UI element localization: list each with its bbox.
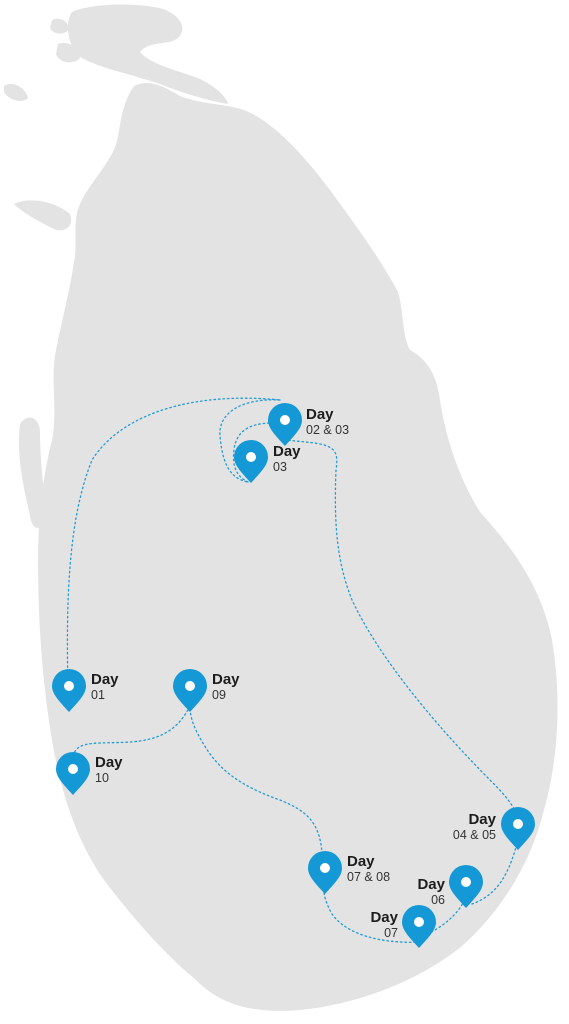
stop-label-day-06: Day 06 [417,876,445,908]
stop-label-day-10: Day 10 [95,754,123,786]
stop-days: 03 [273,460,287,475]
stop-title: Day [212,671,240,688]
map-pin-icon-day-07-08[interactable] [308,851,342,894]
northern-islet-3 [4,83,28,101]
western-spit [18,417,46,528]
map-pin-icon-day-04-05[interactable] [501,807,535,850]
route-segment-02-04 [283,439,519,819]
stop-label-day-09: Day 09 [212,671,240,703]
map-pin-icon-day-02-03[interactable] [268,403,302,446]
route-segment-0708-09 [189,705,323,855]
map-pin-icon-day-06[interactable] [449,865,483,908]
stop-days: 07 [384,926,398,941]
stop-label-day-04-05: Day 04 & 05 [453,811,496,843]
route-segment-03-02 [232,422,285,483]
map-pin-icon-day-07[interactable] [402,905,436,948]
northern-islet-2 [56,42,81,63]
map-pin-icon-day-09[interactable] [173,669,207,712]
map-pin-icon-day-03[interactable] [234,440,268,483]
stop-title: Day [273,443,301,460]
mannar-island [14,200,72,231]
stop-label-day-01: Day 01 [91,671,119,703]
route [66,397,519,943]
stop-days: 02 & 03 [306,423,350,438]
stop-label-day-07-08: Day 07 & 08 [347,853,390,885]
stop-title: Day [347,853,375,870]
stop-title: Day [306,406,334,423]
route-segment-04-06 [471,839,519,905]
stop-days: 04 & 05 [452,828,496,843]
stop-title: Day [417,876,445,893]
stop-title: Day [91,671,119,688]
stop-title: Day [468,811,496,828]
stop-days: 01 [91,688,105,703]
map-pin-icon-day-01[interactable] [52,669,86,712]
stop-days: 10 [95,771,109,786]
stop-days: 07 & 08 [347,870,391,885]
map-pin-icon-day-10[interactable] [56,752,90,795]
route-segment-01-02 [66,397,281,691]
stop-days: 09 [212,688,226,703]
stop-label-day-07: Day 07 [370,909,398,941]
stop-label-day-03: Day 03 [273,443,301,475]
stop-title: Day [95,754,123,771]
land-masses [4,4,558,1011]
stop-label-day-02-03: Day 02 & 03 [306,406,349,438]
stop-days: 06 [431,893,445,908]
pins [52,403,535,948]
northern-islet-1 [50,18,69,34]
northern-peninsula [67,4,228,104]
route-segment-09-10 [73,705,191,755]
main-island [38,83,558,1011]
stop-title: Day [370,909,398,926]
